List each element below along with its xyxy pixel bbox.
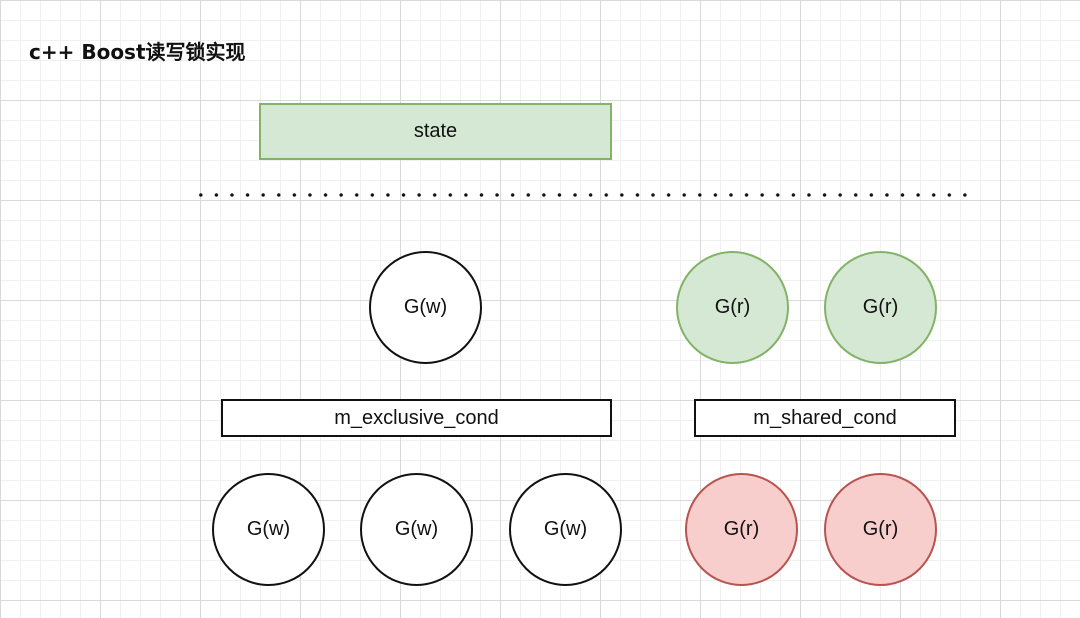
- dotted-divider: [193, 193, 973, 197]
- active-reader-node: G(r): [824, 251, 937, 364]
- exclusive-cond-label: m_exclusive_cond: [334, 406, 499, 429]
- shared-cond-label: m_shared_cond: [753, 406, 897, 429]
- exclusive-cond-box: m_exclusive_cond: [221, 399, 612, 437]
- waiting-reader-node: G(r): [685, 473, 798, 586]
- waiting-writer-label: G(w): [246, 518, 291, 540]
- active-reader-node: G(r): [676, 251, 789, 364]
- diagram-title: c++ Boost读写锁实现: [29, 40, 246, 64]
- state-box: state: [259, 103, 612, 160]
- waiting-reader-label: G(r): [862, 518, 899, 540]
- waiting-reader-label: G(r): [723, 518, 760, 540]
- active-reader-label: G(r): [862, 296, 899, 318]
- active-writer-node: G(w): [369, 251, 482, 364]
- waiting-writer-node: G(w): [509, 473, 622, 586]
- waiting-reader-node: G(r): [824, 473, 937, 586]
- waiting-writer-label: G(w): [543, 518, 588, 540]
- waiting-writer-node: G(w): [212, 473, 325, 586]
- waiting-writer-node: G(w): [360, 473, 473, 586]
- state-label: state: [413, 120, 458, 142]
- active-reader-label: G(r): [714, 296, 751, 318]
- shared-cond-box: m_shared_cond: [694, 399, 956, 437]
- waiting-writer-label: G(w): [394, 518, 439, 540]
- active-writer-label: G(w): [403, 296, 448, 318]
